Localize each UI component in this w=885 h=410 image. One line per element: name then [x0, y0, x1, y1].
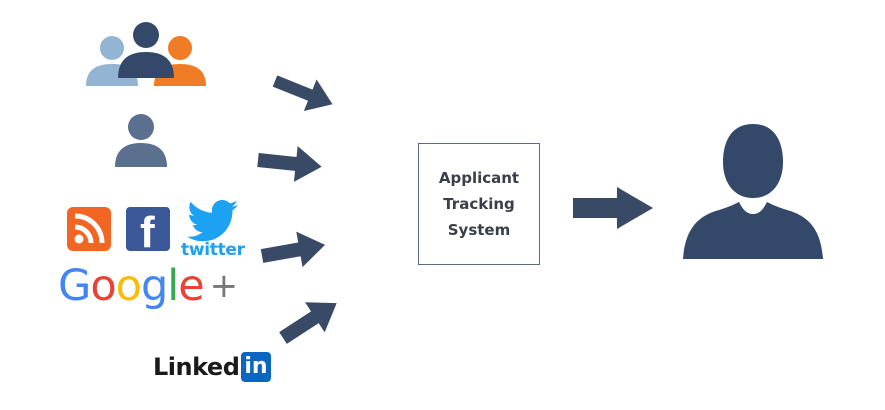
person-dark-icon — [118, 22, 174, 78]
arrow-from-person — [257, 146, 322, 182]
ats-label: Applicant Tracking System — [438, 169, 520, 239]
facebook-icon: f — [126, 207, 170, 251]
single-person-icon — [115, 114, 167, 167]
arrow-from-linkedin — [279, 302, 337, 344]
facebook-letter: f — [140, 208, 155, 252]
applicant-tracking-system-box: Applicant Tracking System — [418, 143, 540, 265]
linkedin-text: Linked — [153, 353, 240, 381]
arrow-from-social — [260, 231, 326, 268]
google-letter-e: e — [178, 261, 204, 311]
arrow-to-output — [573, 187, 653, 229]
output-person-icon — [683, 124, 823, 259]
google-letter-g: G — [58, 261, 91, 311]
linkedin-logo: Linked in — [153, 352, 271, 382]
google-letter-o1: o — [90, 261, 116, 311]
twitter-wordmark: twitter — [181, 240, 245, 260]
arrow-from-group — [272, 75, 333, 111]
google-plus-logo: Google+ — [58, 261, 238, 313]
google-letter-o2: o — [115, 261, 142, 311]
twitter-bird-icon — [187, 200, 238, 242]
google-letter-l: l — [167, 261, 179, 311]
google-plus-sign: + — [209, 266, 238, 306]
rss-icon — [67, 207, 111, 251]
group-of-people-icon — [86, 22, 206, 86]
linkedin-in-badge: in — [241, 352, 271, 382]
google-letter-g2: g — [140, 261, 168, 311]
